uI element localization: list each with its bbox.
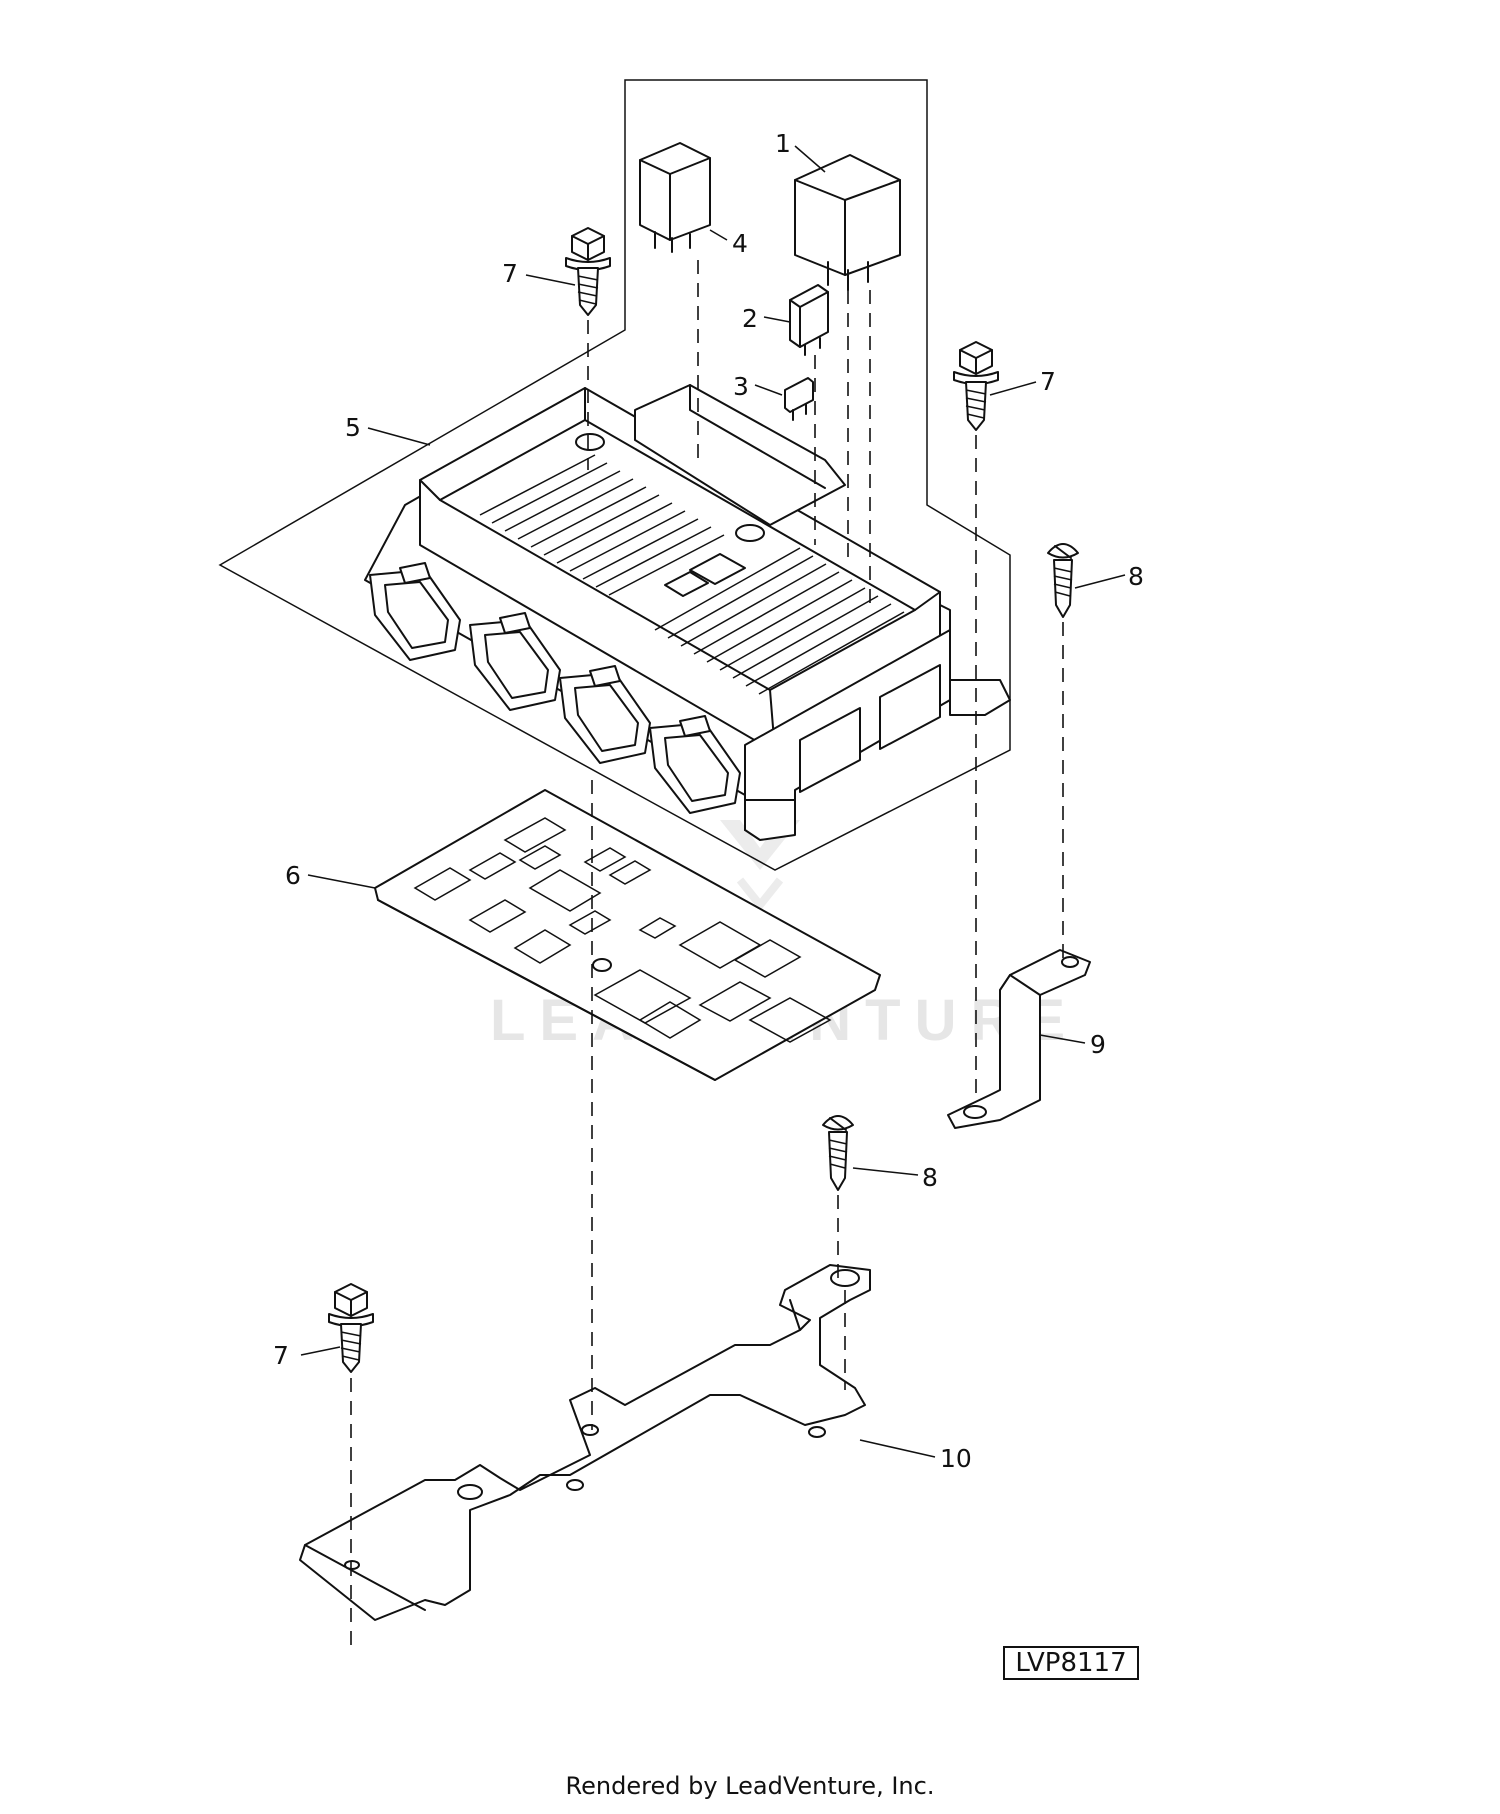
reference-code: LVP8117: [1003, 1646, 1139, 1680]
callout-6: 6: [285, 861, 301, 890]
callout-8a: 8: [1128, 562, 1144, 591]
leader-lines: [300, 145, 1126, 1458]
part-4-mini-relay: [639, 142, 711, 253]
callout-1: 1: [775, 129, 791, 158]
part-10-mounting-bracket: [299, 1264, 871, 1621]
footer-credit: Rendered by LeadVenture, Inc.: [565, 1772, 935, 1800]
part-8-screw-center: [822, 1115, 854, 1191]
part-7-bolt-bottom-left: [328, 1283, 374, 1373]
connector-2: [469, 612, 561, 711]
part-8-screw-right: [1047, 543, 1079, 618]
connector-3: [559, 665, 651, 764]
callout-3: 3: [733, 372, 749, 401]
callout-10: 10: [940, 1444, 972, 1473]
part-9-bracket: [947, 949, 1091, 1129]
callout-7b: 7: [1040, 367, 1056, 396]
callout-7a: 7: [502, 259, 518, 288]
part-1-relay: [794, 154, 901, 291]
part-2-breaker: [789, 284, 829, 356]
connector-4: [649, 715, 741, 814]
part-6-gasket: [374, 789, 881, 1081]
part-5-control-module: [364, 384, 1011, 841]
part-7-bolt-right: [953, 341, 999, 431]
connector-1: [369, 562, 461, 661]
callouts: 1 2 3 4 5 6 7 7 7 8 8 9 10: [273, 129, 1144, 1473]
callout-7c: 7: [273, 1341, 289, 1370]
callout-4: 4: [732, 229, 748, 258]
part-3-fuse: [784, 377, 814, 421]
part-7-bolt-top-left: [565, 227, 611, 316]
group-outline: [218, 79, 1011, 871]
callout-5: 5: [345, 413, 361, 442]
callout-9: 9: [1090, 1030, 1106, 1059]
assembly-lines: [350, 260, 1064, 1650]
callout-2: 2: [742, 304, 758, 333]
callout-8b: 8: [922, 1163, 938, 1192]
